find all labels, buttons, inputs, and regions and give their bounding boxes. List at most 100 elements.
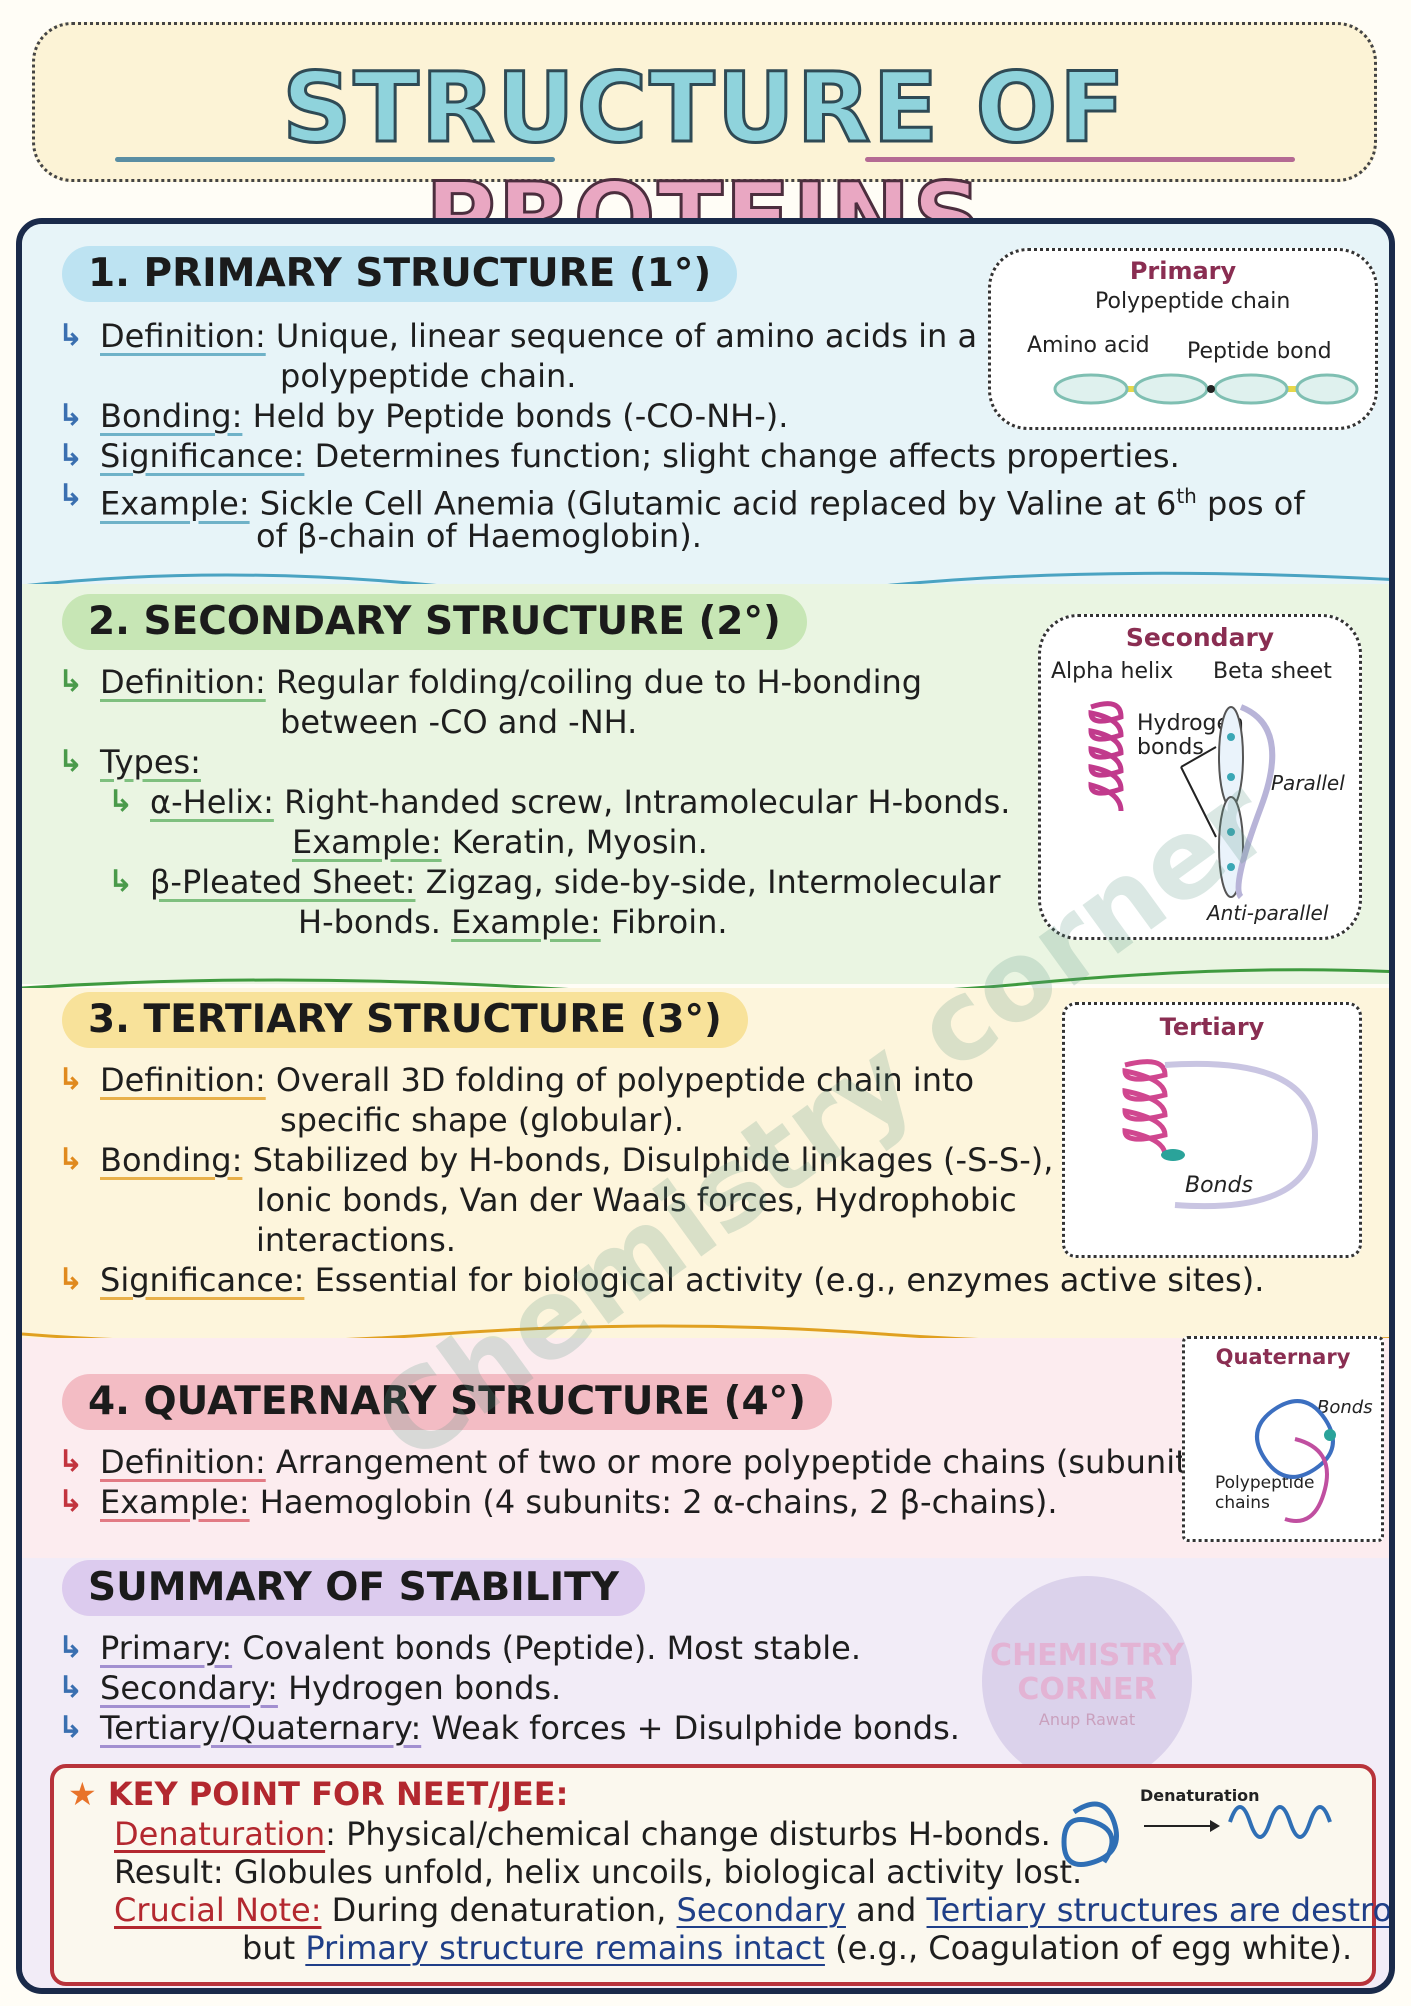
bonding-label: Bonding: <box>100 397 243 435</box>
bonds-label: Bonds <box>1185 1173 1253 1198</box>
alpha-example-line: Example: Keratin, Myosin. <box>292 822 708 862</box>
definition-text: Regular folding/coiling due to H-bonding <box>275 663 923 701</box>
summary-tq: Tertiary/Quaternary: Weak forces + Disul… <box>100 1708 960 1748</box>
example-text: Sickle Cell Anemia (Glutamic acid replac… <box>259 484 1177 523</box>
chemistry-corner-logo: CHEMISTRY CORNER Anup Rawat <box>982 1576 1192 1786</box>
tertiary-definition: Definition: Overall 3D folding of polype… <box>100 1060 974 1100</box>
secondary-structure-drawing <box>1088 701 1276 900</box>
quaternary-heading: 4. QUATERNARY STRUCTURE (4°) <box>62 1374 832 1430</box>
bullet-arrow-icon: ↳ <box>58 1484 84 1519</box>
title-underline-right <box>865 157 1295 162</box>
title-banner: STRUCTURE OF PROTEINS <box>32 22 1377 275</box>
primary-definition: Definition: Unique, linear sequence of a… <box>100 316 977 356</box>
primary-example-cont: of β-chain of Haemoglobin). <box>256 517 702 555</box>
example-label: Example: <box>292 823 442 861</box>
secondary-diagram: Secondary Alpha helix Beta sheet Hydroge… <box>1038 614 1362 940</box>
summary-primary: Primary: Covalent bonds (Peptide). Most … <box>100 1628 861 1668</box>
key-but: but Primary structure remains intact (e.… <box>242 1928 1352 1968</box>
title-part-1: STRUCTURE OF <box>281 52 1127 165</box>
but-text: but <box>242 1929 306 1967</box>
denaturation-drawing <box>1061 1801 1332 1867</box>
but-end: (e.g., Coagulation of egg white). <box>824 1929 1353 1967</box>
tq-label: Tertiary/Quaternary: <box>100 1709 422 1747</box>
significance-label: Significance: <box>100 1261 305 1299</box>
secondary-definition: Definition: Regular folding/coiling due … <box>100 662 922 702</box>
primary-text: Covalent bonds (Peptide). Most stable. <box>242 1629 862 1667</box>
example-superscript: th <box>1176 484 1197 508</box>
amino-acid-label: Amino acid <box>1027 333 1150 358</box>
crucial-and: and <box>845 1891 927 1929</box>
summary-heading: SUMMARY OF STABILITY <box>62 1560 645 1616</box>
bullet-arrow-icon: ↳ <box>58 478 84 513</box>
key-crucial: Crucial Note: During denaturation, Secon… <box>114 1890 1389 1930</box>
tertiary-heading: 3. TERTIARY STRUCTURE (3°) <box>62 992 748 1048</box>
quaternary-structure-drawing <box>1255 1399 1336 1523</box>
alpha-helix-text: Right-handed screw, Intramolecular H-bon… <box>284 783 1011 821</box>
definition-label: Definition: <box>100 1061 266 1099</box>
tertiary-definition-cont: specific shape (globular). <box>280 1101 684 1139</box>
bullet-arrow-icon: ↳ <box>58 1630 84 1665</box>
definition-label: Definition: <box>100 1443 266 1481</box>
quaternary-definition: Definition: Arrangement of two or more p… <box>100 1442 1227 1482</box>
bullet-arrow-icon: ↳ <box>108 784 134 819</box>
chains-label: chains <box>1215 1493 1270 1513</box>
tertiary-significance: Significance: Essential for biological a… <box>100 1260 1264 1300</box>
bullet-arrow-icon: ↳ <box>58 318 84 353</box>
example-label: Example: <box>100 1483 250 1521</box>
bullet-arrow-icon: ↳ <box>108 864 134 899</box>
significance-label: Significance: <box>100 437 305 475</box>
secondary-text: Hydrogen bonds. <box>288 1669 562 1707</box>
example-text: Fibroin. <box>610 903 728 941</box>
primary-definition-cont: polypeptide chain. <box>280 357 577 395</box>
bullet-arrow-icon: ↳ <box>58 1710 84 1745</box>
types-label: Types: <box>100 743 201 781</box>
primary-label: Primary: <box>100 1629 233 1667</box>
example-label: Example: <box>100 484 250 523</box>
beta-sheet-label: Beta sheet <box>1213 659 1332 684</box>
content-frame: 1. PRIMARY STRUCTURE (1°) ↳ Definition: … <box>16 218 1395 1994</box>
primary-heading: 1. PRIMARY STRUCTURE (1°) <box>62 246 738 302</box>
key-denaturation: Denaturation: Physical/chemical change d… <box>114 1814 1051 1854</box>
beta-sheet-text-cont: H-bonds. <box>298 903 441 941</box>
tertiary-bonding-cont-1: Ionic bonds, Van der Waals forces, Hydro… <box>256 1181 1017 1219</box>
example-text-end: pos of <box>1207 484 1305 523</box>
key-heading: ★ KEY POINT FOR NEET/JEE: <box>68 1774 568 1814</box>
alpha-helix-label: α-Helix: <box>150 783 274 821</box>
key-heading-text: KEY POINT FOR NEET/JEE: <box>107 1775 569 1813</box>
primary-diagram-title: Primary <box>1129 257 1237 285</box>
bullet-arrow-icon: ↳ <box>58 1142 84 1177</box>
significance-text: Essential for biological activity (e.g.,… <box>314 1261 1265 1299</box>
definition-label: Definition: <box>100 317 266 355</box>
definition-text: Unique, linear sequence of amino acids i… <box>275 317 978 355</box>
crucial-text: During denaturation, <box>321 1891 677 1929</box>
primary-significance: Significance: Determines function; sligh… <box>100 436 1180 476</box>
crucial-label: Crucial Note: <box>114 1891 322 1929</box>
beta-example-line: H-bonds. Example: Fibroin. <box>298 902 728 942</box>
bullet-arrow-icon: ↳ <box>58 438 84 473</box>
beta-sheet-line: β-Pleated Sheet: Zigzag, side-by-side, I… <box>150 862 1000 902</box>
peptide-bond-label: Peptide bond <box>1187 339 1332 364</box>
but-primary: Primary structure remains intact <box>305 1929 825 1967</box>
bullet-arrow-icon: ↳ <box>58 398 84 433</box>
bullet-arrow-icon: ↳ <box>58 1062 84 1097</box>
quaternary-diagram: Quaternary Bonds Polypeptide chains <box>1182 1336 1384 1542</box>
bullet-arrow-icon: ↳ <box>58 664 84 699</box>
tertiary-diagram-title: Tertiary <box>1159 1013 1265 1041</box>
parallel-label: Parallel <box>1271 771 1345 795</box>
quaternary-diagram-title: Quaternary <box>1215 1345 1351 1369</box>
logo-line-3: Anup Rawat <box>1038 1710 1136 1729</box>
tertiary-diagram: Tertiary Bonds <box>1062 1002 1362 1258</box>
denaturation-arrow-label: Denaturation <box>1140 1786 1260 1805</box>
significance-text: Determines function; slight change affec… <box>314 437 1180 475</box>
title-underline-left <box>115 157 555 162</box>
denaturation-text: : Physical/chemical change disturbs H-bo… <box>325 1815 1051 1853</box>
bullet-arrow-icon: ↳ <box>58 1670 84 1705</box>
primary-example: Example: Sickle Cell Anemia (Glutamic ac… <box>100 476 1305 524</box>
anti-parallel-label: Anti-parallel <box>1207 901 1329 925</box>
definition-text: Arrangement of two or more polypeptide c… <box>275 1443 1227 1481</box>
bonding-text: Stabilized by H-bonds, Disulphide linkag… <box>252 1141 1054 1179</box>
beta-sheet-text: Zigzag, side-by-side, Intermolecular <box>425 863 1001 901</box>
bonds-label: Bonds <box>1317 1397 1373 1418</box>
definition-text: Overall 3D folding of polypeptide chain … <box>275 1061 975 1099</box>
example-label: Example: <box>451 903 601 941</box>
